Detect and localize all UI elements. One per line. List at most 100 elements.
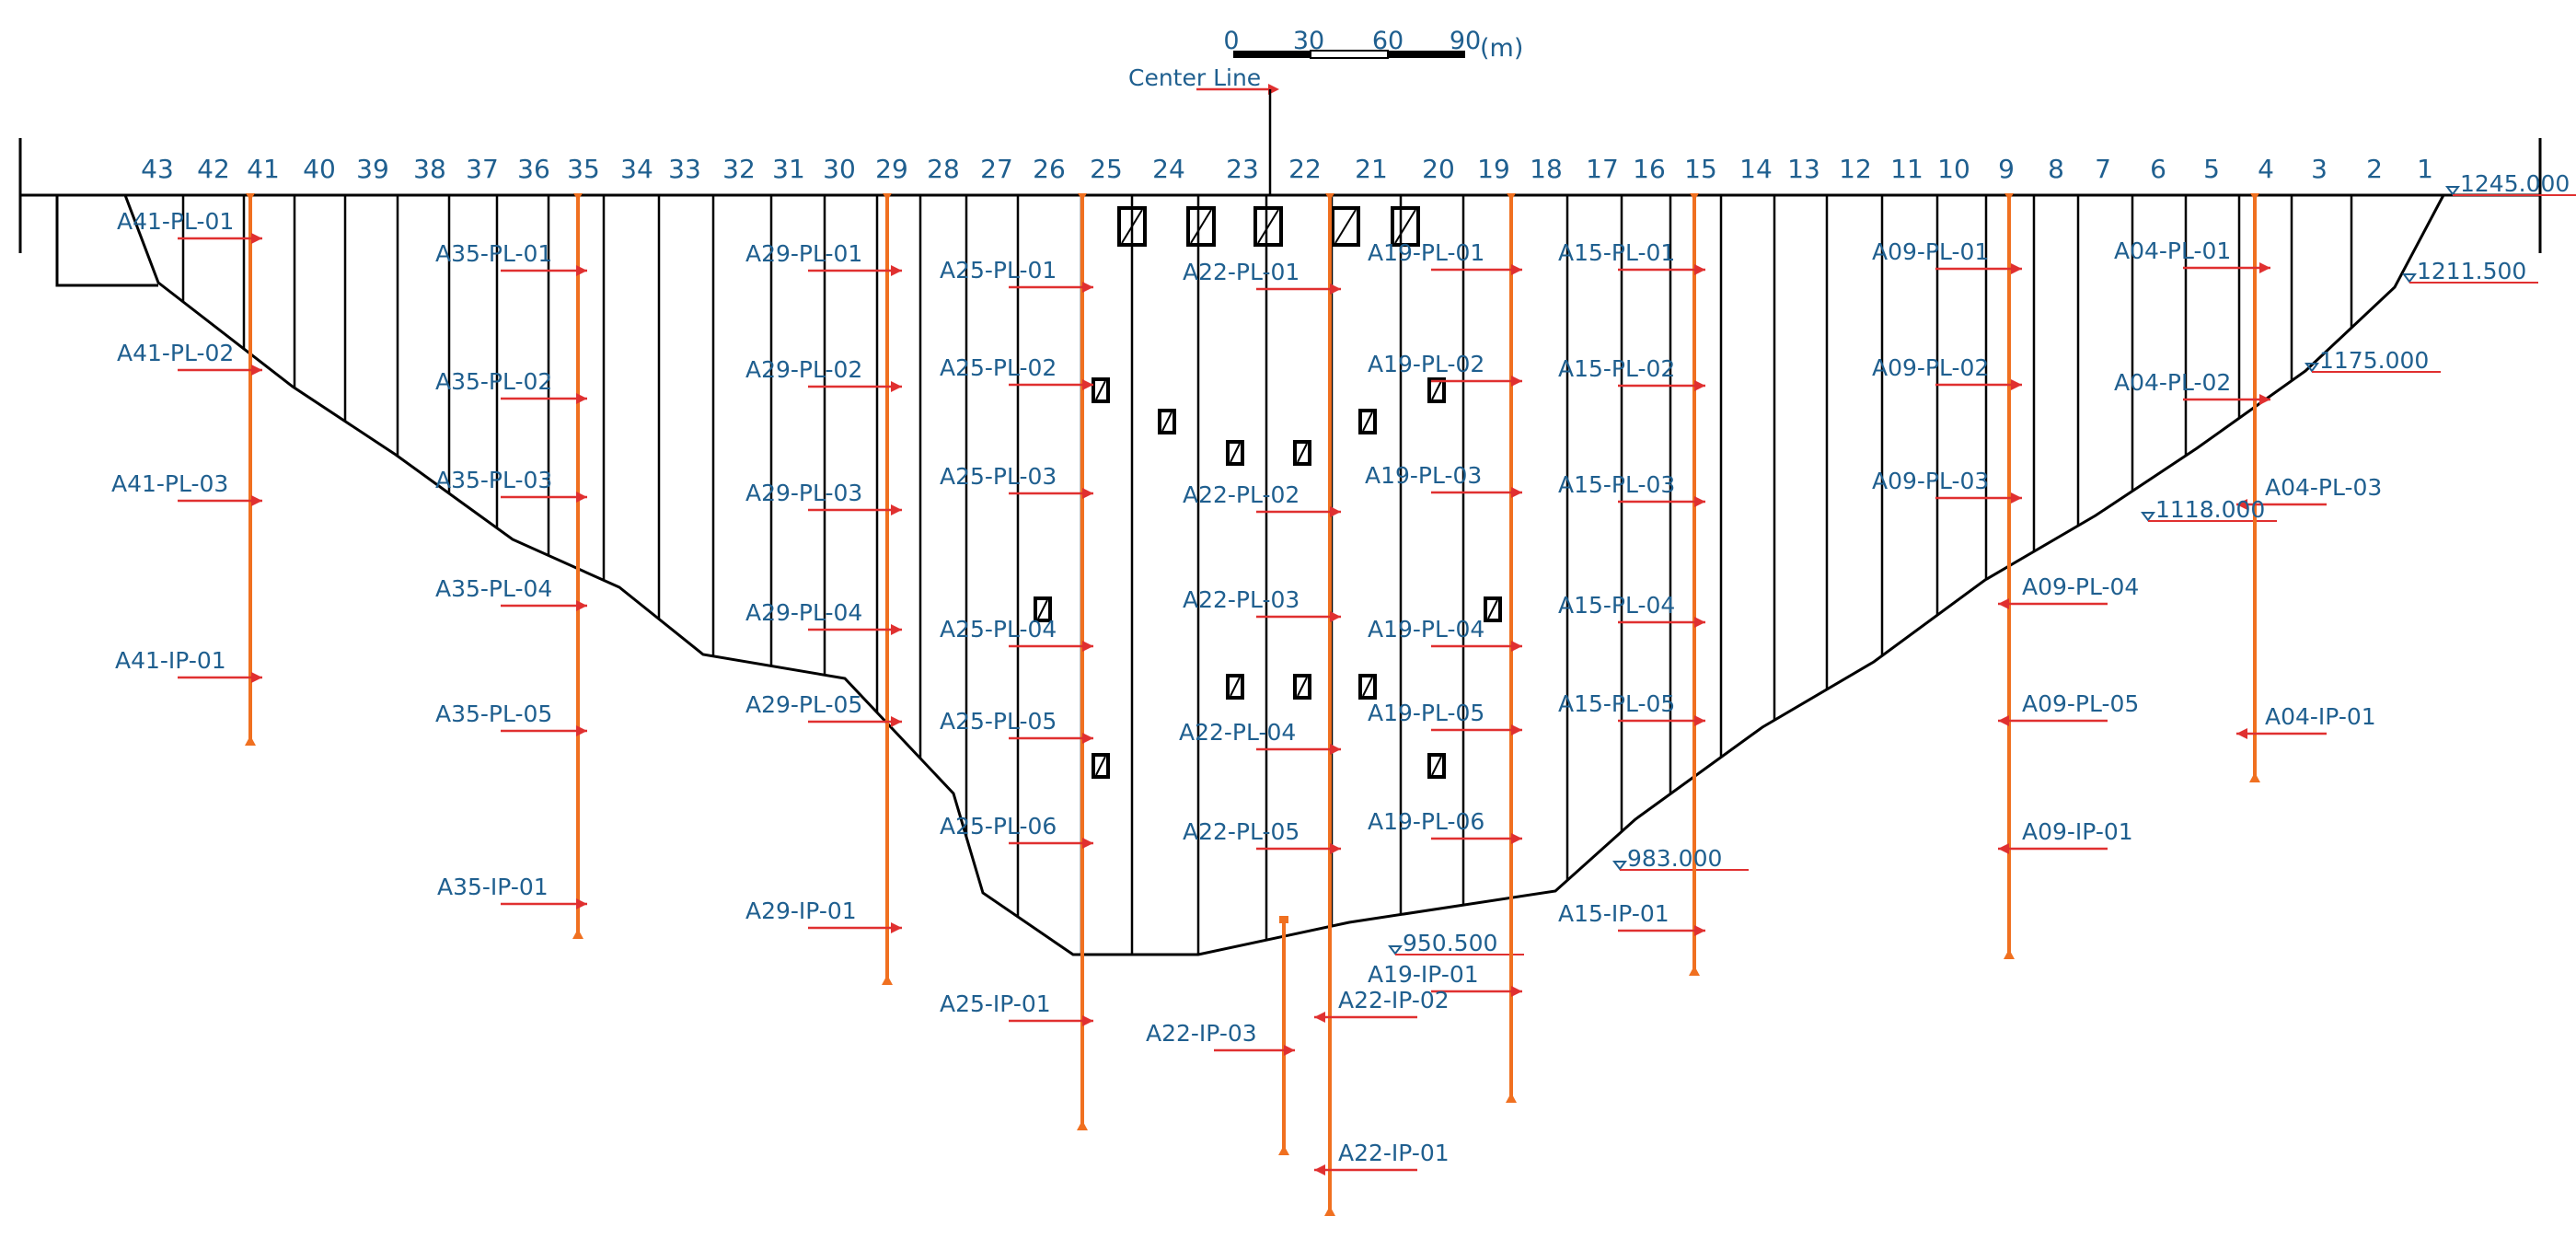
instrument-arrowhead — [1284, 1045, 1295, 1056]
instrument-arrowhead — [1694, 617, 1705, 628]
block-number: 6 — [2150, 154, 2166, 184]
instrument-label: A25-PL-06 — [940, 813, 1057, 840]
instrument-arrowhead — [2236, 499, 2247, 510]
block-number: 31 — [772, 154, 805, 184]
instrument-label: A19-PL-01 — [1368, 239, 1484, 266]
instrument-arrowhead — [1082, 838, 1093, 849]
drill-hole-end-marker — [572, 929, 583, 939]
instrument-label: A15-PL-04 — [1558, 592, 1675, 619]
instrument-arrowhead — [1998, 715, 2009, 726]
block-number: 11 — [1890, 154, 1923, 184]
gallery-opening — [1358, 674, 1377, 700]
drill-hole-top-marker — [573, 193, 583, 201]
instrument-arrowhead — [1694, 496, 1705, 507]
elevation-marker — [1612, 861, 1627, 871]
instrument-arrowhead — [1330, 843, 1341, 854]
drill-hole-end-marker — [2004, 949, 2015, 959]
instrument-arrowhead — [1694, 380, 1705, 391]
block-number: 18 — [1530, 154, 1563, 184]
instrument-label: A15-PL-01 — [1558, 239, 1675, 266]
instrument-arrowhead — [1511, 264, 1522, 275]
instrument-label: A25-PL-05 — [940, 708, 1057, 735]
gallery-opening — [1431, 756, 1442, 776]
scale-bar-tick: 0 — [1223, 27, 1239, 55]
elevation-label: 1175.000 — [2319, 347, 2429, 374]
drill-hole-top-marker — [883, 193, 892, 201]
drill-hole-end-marker — [1077, 1120, 1088, 1130]
instrument-arrowhead — [891, 381, 902, 392]
instrument-arrowhead — [2011, 263, 2022, 274]
instrument-label: A29-PL-01 — [745, 240, 862, 267]
instrument-arrowhead — [1694, 925, 1705, 936]
gallery-opening — [1394, 209, 1416, 244]
gallery-opening — [1121, 209, 1143, 244]
instrument-arrowhead — [1998, 843, 2009, 854]
instrument-label: A04-IP-01 — [2265, 703, 2376, 730]
instrument-label: A15-PL-02 — [1558, 355, 1675, 382]
instrument-arrowhead — [576, 393, 587, 404]
block-number: 15 — [1684, 154, 1717, 184]
instrument-arrowhead — [891, 265, 902, 276]
block-number: 39 — [356, 154, 389, 184]
instrument-label: A35-PL-02 — [435, 368, 552, 395]
instrument-arrowhead — [1330, 744, 1341, 755]
block-number: 9 — [1998, 154, 2015, 184]
drill-hole-end-marker — [1278, 1145, 1289, 1155]
instrument-label: A22-PL-02 — [1183, 481, 1300, 508]
instrument-arrowhead — [1694, 264, 1705, 275]
instrument-label: A29-IP-01 — [745, 897, 857, 924]
block-number: 32 — [722, 154, 756, 184]
block-number: 7 — [2095, 154, 2111, 184]
instrument-arrowhead — [891, 504, 902, 515]
instrument-arrowhead — [2259, 262, 2270, 273]
gallery-opening — [1095, 380, 1106, 400]
instrument-label: A29-PL-03 — [745, 480, 862, 506]
instrument-label: A22-PL-01 — [1183, 259, 1300, 285]
instrument-label: A04-PL-03 — [2265, 474, 2382, 501]
instrument-label: A41-PL-01 — [117, 208, 234, 235]
instrument-label: A15-PL-03 — [1558, 471, 1675, 498]
drill-hole-top-marker — [1325, 193, 1334, 201]
left-abutment-block — [55, 195, 158, 287]
center-line-label: Center Line — [1128, 64, 1261, 91]
block-number: 23 — [1226, 154, 1259, 184]
gallery-opening — [1297, 443, 1308, 463]
drill-hole-top-marker — [246, 193, 255, 201]
instrument-arrowhead — [251, 672, 262, 683]
instrument-label: A29-PL-05 — [745, 691, 862, 718]
instrument-arrowhead — [576, 725, 587, 736]
instrument-label: A22-PL-05 — [1183, 818, 1300, 845]
block-number: 40 — [303, 154, 336, 184]
instrument-label: A22-IP-02 — [1338, 987, 1450, 1013]
instrument-label: A19-IP-01 — [1368, 961, 1479, 988]
gallery-opening — [1230, 443, 1241, 463]
instrument-arrowhead — [1330, 506, 1341, 517]
block-number: 42 — [197, 154, 230, 184]
block-number: 30 — [823, 154, 856, 184]
block-number: 29 — [875, 154, 908, 184]
instrument-arrowhead — [1082, 488, 1093, 499]
instrument-arrowhead — [1694, 715, 1705, 726]
instrument-arrowhead — [1330, 611, 1341, 622]
elevation-marker — [2445, 186, 2460, 196]
gallery-opening — [1334, 209, 1357, 244]
instrument-arrowhead — [891, 624, 902, 635]
instrument-label: A09-PL-05 — [2022, 690, 2139, 717]
scale-bar-segment — [1388, 51, 1465, 58]
block-number: 1 — [2417, 154, 2433, 184]
drill-holes — [245, 193, 2260, 1216]
drill-hole-top-marker — [1690, 193, 1699, 201]
block-number: 13 — [1787, 154, 1820, 184]
instrument-arrowhead — [251, 495, 262, 506]
instrument-label: A09-IP-01 — [2022, 818, 2133, 845]
instrument-label: A09-PL-02 — [1872, 354, 1989, 381]
block-number: 34 — [620, 154, 653, 184]
instrument-label: A15-IP-01 — [1558, 900, 1669, 927]
gallery-opening — [1253, 206, 1283, 247]
instrument-arrowhead — [1082, 282, 1093, 293]
gallery-opening — [1427, 753, 1446, 779]
elevation-label: 1118.000 — [2155, 496, 2265, 523]
instrument-label: A04-PL-02 — [2114, 369, 2231, 396]
gallery-opening — [1297, 677, 1308, 697]
